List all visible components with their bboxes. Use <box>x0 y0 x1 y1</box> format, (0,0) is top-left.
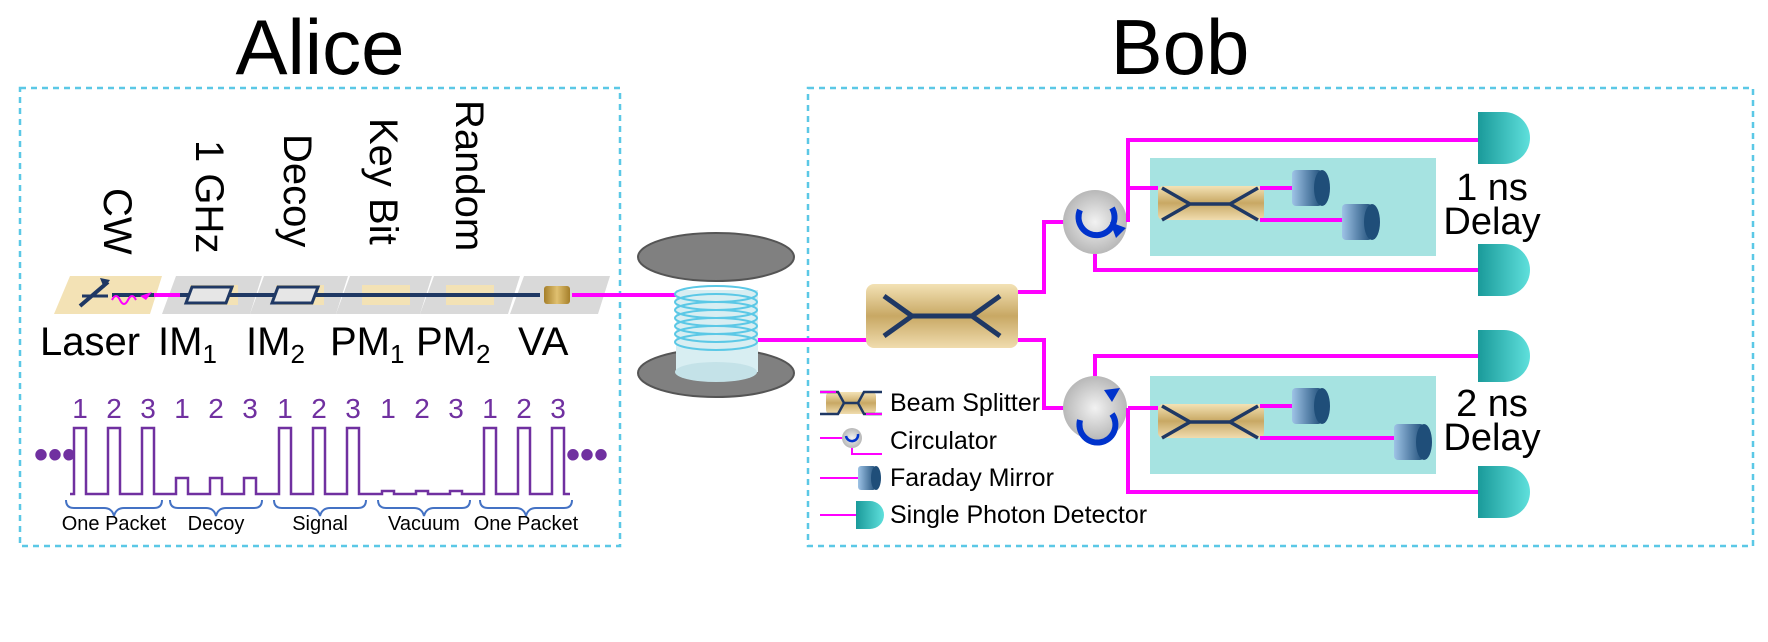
packet-labels: One Packet Decoy Signal Vacuum One Packe… <box>62 513 579 535</box>
legend-circulator: Circulator <box>890 427 997 455</box>
svg-text:2: 2 <box>311 393 327 424</box>
va-attenuator-icon <box>544 286 570 304</box>
svg-text:2: 2 <box>516 393 532 424</box>
label-random: Random <box>447 100 491 251</box>
svg-text:2: 2 <box>106 393 122 424</box>
svg-text:Signal: Signal <box>292 513 348 535</box>
delay-box-2-splitter <box>1158 404 1264 440</box>
svg-text:1: 1 <box>482 393 498 424</box>
delay-1-line2: Delay <box>1443 201 1540 243</box>
svg-text:Decoy: Decoy <box>188 513 245 535</box>
svg-text:3: 3 <box>550 393 566 424</box>
legend-faraday-mirror: Faraday Mirror <box>890 464 1054 492</box>
bob-beam-splitter <box>866 284 1018 348</box>
detector-3-icon <box>1478 330 1530 382</box>
pulse-numbers: 1 2 3 1 2 3 1 2 3 1 2 3 1 2 3 <box>72 393 566 424</box>
bob-title: Bob <box>1111 3 1250 91</box>
legend-circulator-icon <box>820 428 882 455</box>
delay-2-line2: Delay <box>1443 417 1540 459</box>
svg-text:3: 3 <box>140 393 156 424</box>
label-1ghz: 1 GHz <box>187 140 231 253</box>
svg-text:One Packet: One Packet <box>62 513 167 535</box>
laser-icon <box>78 278 152 308</box>
alice-box <box>18 86 622 548</box>
va-label: VA <box>518 320 569 364</box>
faraday-mirror-2b <box>1394 424 1432 460</box>
svg-text:1: 1 <box>174 393 190 424</box>
im2-label: IM2 <box>246 320 305 369</box>
svg-text:3: 3 <box>345 393 361 424</box>
right-ellipsis: ••• <box>566 433 608 477</box>
packet-braces <box>65 499 573 517</box>
svg-text:3: 3 <box>242 393 258 424</box>
label-key-bit: Key Bit <box>361 118 405 245</box>
alice-top-labels: CW 1 GHz Decoy Key Bit Random <box>95 100 491 255</box>
legend: Beam Splitter Circulator Faraday Mirror … <box>820 389 1147 529</box>
bob-box <box>806 86 1755 548</box>
fiber-spool-icon <box>637 232 795 398</box>
laser-label: Laser <box>40 320 140 364</box>
detector-4-icon <box>1478 466 1530 518</box>
svg-text:3: 3 <box>448 393 464 424</box>
pm1-label: PM1 <box>330 320 404 369</box>
svg-text:2: 2 <box>208 393 224 424</box>
svg-text:Vacuum: Vacuum <box>388 513 460 535</box>
faraday-mirror-1b <box>1342 204 1380 240</box>
svg-text:1: 1 <box>277 393 293 424</box>
svg-text:One Packet: One Packet <box>474 513 579 535</box>
alice-optical-path <box>78 278 680 308</box>
svg-text:1: 1 <box>380 393 396 424</box>
svg-text:2: 2 <box>414 393 430 424</box>
im1-label: IM1 <box>158 320 217 369</box>
label-cw: CW <box>95 188 139 255</box>
legend-beam-splitter: Beam Splitter <box>890 389 1040 417</box>
delay-2-line1: 2 ns <box>1456 383 1528 425</box>
faraday-mirror-1a <box>1292 170 1330 206</box>
detector-1-icon <box>1478 112 1530 164</box>
circulator-1-icon <box>1063 190 1127 254</box>
alice-title: Alice <box>235 3 404 91</box>
legend-beam-splitter-icon <box>820 390 882 416</box>
label-decoy: Decoy <box>275 134 319 247</box>
legend-faraday-mirror-icon <box>820 466 881 490</box>
detector-2-icon <box>1478 244 1530 296</box>
faraday-mirror-2a <box>1292 388 1330 424</box>
legend-single-photon-detector: Single Photon Detector <box>890 501 1147 529</box>
alice-component-labels: Laser IM1 IM2 PM1 PM2 VA <box>40 320 569 369</box>
delay-1-line1: 1 ns <box>1456 167 1528 209</box>
legend-detector-icon <box>820 501 884 529</box>
pm2-label: PM2 <box>416 320 490 369</box>
left-ellipsis: ••• <box>34 433 76 477</box>
delay-box-1-splitter <box>1158 186 1264 222</box>
pulse-train: ••• ••• <box>34 426 608 496</box>
im1-modulator-icon <box>183 285 235 305</box>
svg-text:1: 1 <box>72 393 88 424</box>
im2-modulator-icon <box>269 285 321 305</box>
circulator-2-icon <box>1063 376 1127 446</box>
